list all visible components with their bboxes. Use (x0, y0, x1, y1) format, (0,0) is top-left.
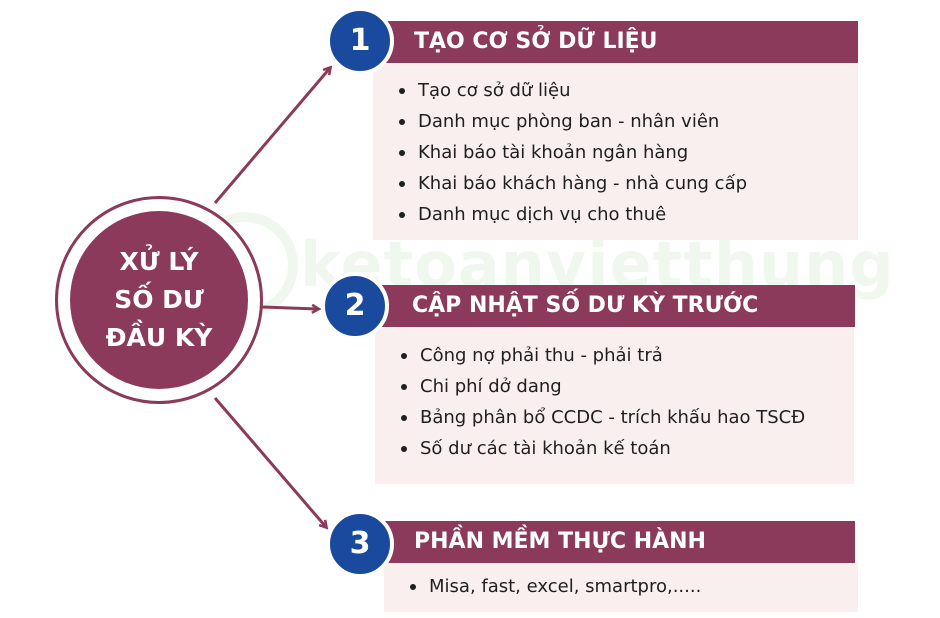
step-1-number-badge: 1 (326, 7, 394, 75)
list-item: Danh mục phòng ban - nhân viên (399, 106, 858, 137)
step-2-number-badge: 2 (321, 272, 389, 340)
list-item: Khai báo khách hàng - nhà cung cấp (399, 168, 858, 199)
arrow-to-step-1 (213, 68, 330, 204)
list-item: Chi phí dở dang (401, 371, 854, 402)
step-3-body: Misa, fast, excel, smartpro,..... (384, 562, 858, 612)
center-line-3: ĐẦU KỲ (105, 323, 213, 352)
arrow-to-step-2 (261, 307, 318, 309)
center-line-1: XỬ LÝ (119, 247, 199, 276)
step-3-title: PHẦN MỀM THỰC HÀNH (372, 521, 855, 563)
step-3-number-badge: 3 (326, 510, 394, 578)
arrow-to-step-3 (213, 397, 326, 527)
step-2-list: Công nợ phải thu - phải trả Chi phí dở d… (375, 326, 854, 464)
step-1-body: Tạo cơ sở dữ liệu Danh mục phòng ban - n… (373, 62, 858, 240)
list-item: Khai báo tài khoản ngân hàng (399, 137, 858, 168)
center-line-2: SỐ DƯ (114, 285, 204, 314)
list-item: Số dư các tài khoản kế toán (401, 433, 854, 464)
list-item: Tạo cơ sở dữ liệu (399, 75, 858, 106)
list-item: Bảng phân bổ CCDC - trích khấu hao TSCĐ (401, 402, 854, 433)
center-label: XỬ LÝ SỐ DƯ ĐẦU KỲ (70, 211, 248, 389)
center-circle: XỬ LÝ SỐ DƯ ĐẦU KỲ (55, 196, 263, 404)
step-2-title: CẬP NHẬT SỐ DƯ KỲ TRƯỚC (370, 285, 855, 327)
step-1-list: Tạo cơ sở dữ liệu Danh mục phòng ban - n… (373, 62, 858, 230)
list-item: Công nợ phải thu - phải trả (401, 340, 854, 371)
list-item: Misa, fast, excel, smartpro,..... (410, 571, 858, 602)
list-item: Danh mục dịch vụ cho thuê (399, 199, 858, 230)
step-1-title: TẠO CƠ SỞ DỮ LIỆU (372, 21, 858, 63)
step-2-body: Công nợ phải thu - phải trả Chi phí dở d… (375, 326, 854, 484)
step-3-list: Misa, fast, excel, smartpro,..... (384, 562, 858, 602)
